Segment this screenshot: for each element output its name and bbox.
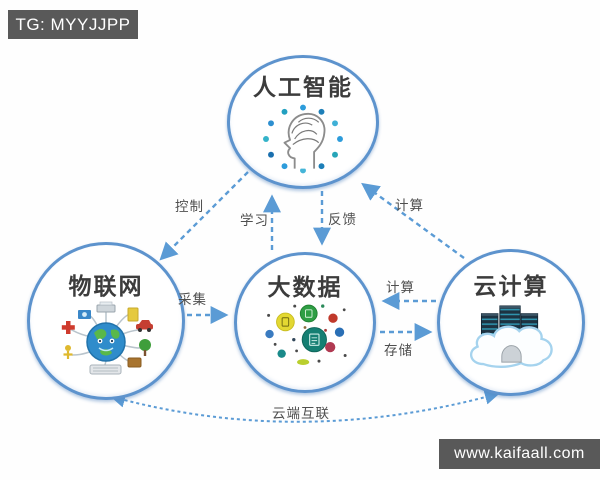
ai-brain-icon <box>263 104 343 174</box>
iot-globe-icon <box>61 301 153 375</box>
edge-label-cloud-interlink: 云端互联 <box>272 406 330 421</box>
edge-label-compute-to-ai: 计算 <box>395 198 424 213</box>
node-cloud-computing-title: 云计算 <box>473 273 549 299</box>
edge-label-learn: 学习 <box>240 213 269 228</box>
arrow-cloud-to-ai-compute <box>361 182 465 259</box>
big-data-dots-icon <box>265 304 347 366</box>
telegram-watermark-badge: TG: MYYJJPP <box>8 10 138 39</box>
arrow-ai-to-iot-control <box>159 171 249 261</box>
edge-label-collect: 采集 <box>178 292 207 307</box>
edge-label-store: 存储 <box>384 343 413 358</box>
node-artificial-intelligence-title: 人工智能 <box>253 74 353 100</box>
cloud-servers-icon <box>470 305 553 369</box>
website-watermark-badge: www.kaifaall.com <box>439 439 600 469</box>
edge-label-feedback: 反馈 <box>328 212 357 227</box>
edge-label-compute-to-bigdata: 计算 <box>386 280 415 295</box>
node-internet-of-things-title: 物联网 <box>68 273 144 299</box>
node-internet-of-things: 物联网 <box>27 242 185 400</box>
node-artificial-intelligence: 人工智能 <box>227 55 379 189</box>
website-watermark-text: www.kaifaall.com <box>454 445 585 462</box>
node-big-data: 大数据 <box>234 252 376 393</box>
node-cloud-computing: 云计算 <box>437 249 585 396</box>
telegram-watermark-text: TG: MYYJJPP <box>15 14 131 34</box>
edge-label-control: 控制 <box>175 199 204 214</box>
node-big-data-title: 大数据 <box>267 274 343 300</box>
